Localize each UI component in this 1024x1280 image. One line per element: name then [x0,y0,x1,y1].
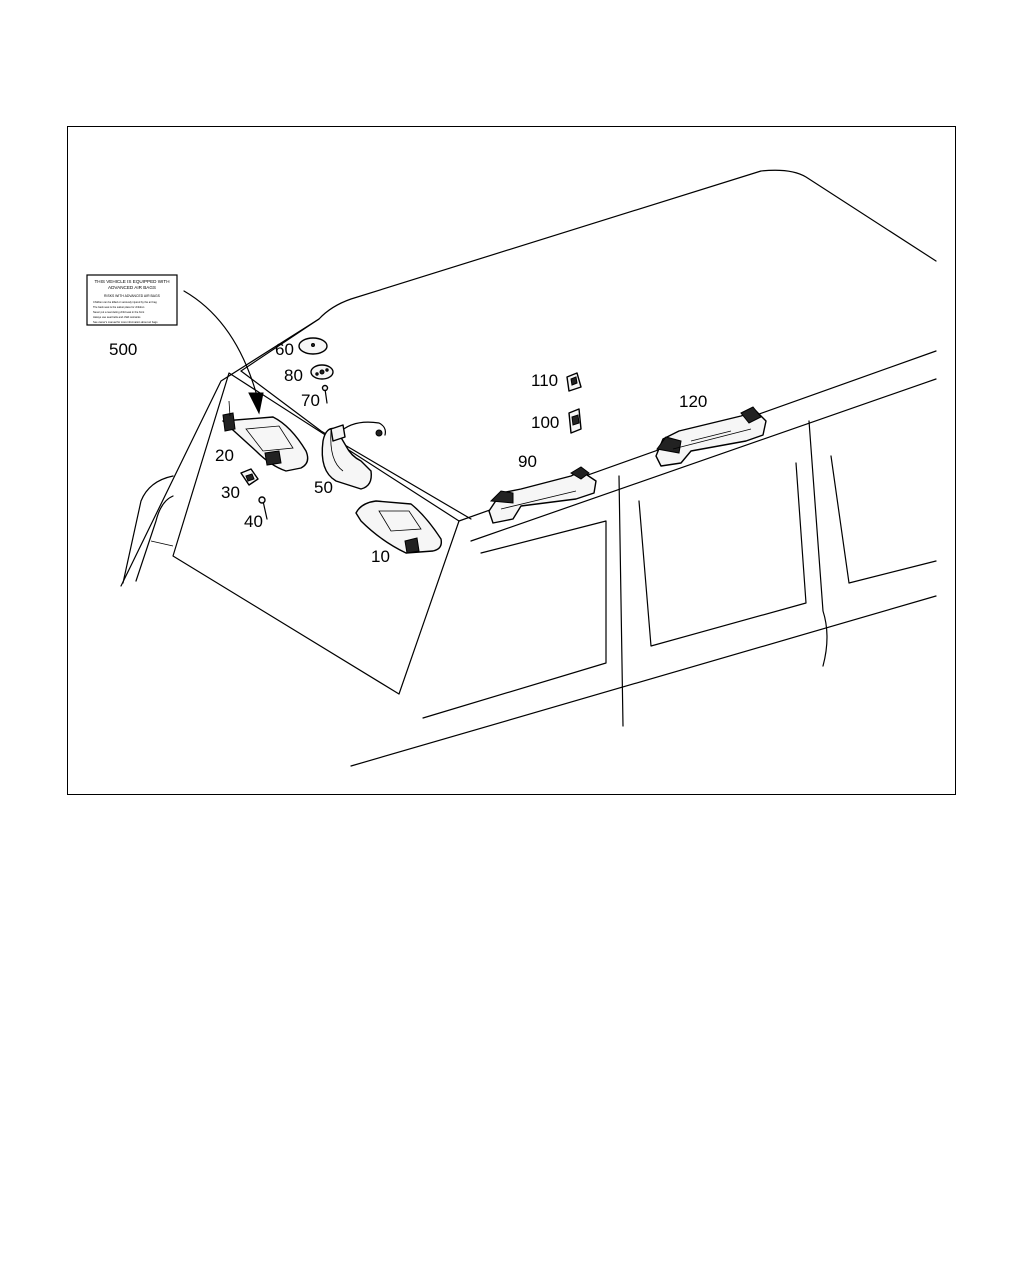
callout-60: 60 [275,340,294,359]
screw-70 [321,384,329,404]
clip-110 [566,372,582,392]
callout-500: 500 [109,340,137,359]
callout-50: 50 [314,478,333,497]
rear-view-mirror [321,421,386,490]
label-bullet-4: Always use seat belts and child restrain… [93,315,141,319]
right-sun-visor [355,500,443,554]
parts-diagram: THIS VEHICLE IS EQUIPPED WITH ADVANCED A… [86,169,937,767]
grab-handle-rear [655,406,767,467]
callout-40: 40 [244,512,263,531]
callout-30: 30 [221,483,240,502]
callout-20: 20 [215,446,234,465]
label-bullet-3: Never put a rear-facing child seat in th… [93,310,144,314]
visor-clip [240,468,259,486]
callout-80: 80 [284,366,303,385]
callout-120: 120 [679,392,707,411]
grab-handle-front [488,466,597,524]
label-bullet-1: Children can be killed or seriously inju… [93,300,157,304]
callout-70: 70 [301,391,320,410]
callout-labels: 500 60 80 70 20 30 40 50 10 110 100 90 1… [109,340,707,566]
pointer-arrow [183,290,264,415]
airbag-warning-label: THIS VEHICLE IS EQUIPPED WITH ADVANCED A… [86,274,178,326]
callout-100: 100 [531,413,559,432]
label-heading-2: ADVANCED AIR BAGS [108,285,156,290]
left-sun-visor [222,400,309,472]
mirror-mount-80 [310,364,334,380]
label-bullet-5: See owner's manual for more information … [93,320,158,324]
label-heading: THIS VEHICLE IS EQUIPPED WITH [94,279,169,284]
callout-110: 110 [531,371,558,390]
callout-90: 90 [518,452,537,471]
clip-100 [568,408,582,434]
label-subheading: RISKS WITH ADVANCED AIR BAGS [104,294,161,298]
label-bullet-2: The back seat is the safest place for ch… [93,305,145,309]
diagram-frame: THIS VEHICLE IS EQUIPPED WITH ADVANCED A… [67,126,956,795]
mirror-mount-60 [298,337,328,355]
screw-40 [258,496,268,520]
callout-10: 10 [371,547,390,566]
